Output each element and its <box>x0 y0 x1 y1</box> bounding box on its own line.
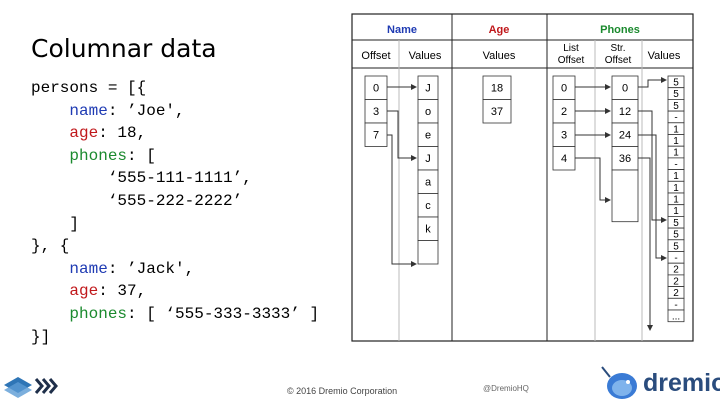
phone-char-text: 1 <box>673 136 679 147</box>
phone-char-text: 5 <box>673 77 679 88</box>
phone-char-text: 1 <box>673 124 679 135</box>
header-name: Name <box>387 24 417 36</box>
code-line: phones: [ ‘555-333-3333’ ] <box>69 304 320 323</box>
subheader-list-offset-1: List <box>563 43 579 54</box>
phone-char-text: 5 <box>673 241 679 252</box>
phone-char-text: 1 <box>673 171 679 182</box>
left-logo <box>2 371 64 406</box>
name-value-text: J <box>425 83 431 95</box>
footer-copyright: © 2016 Dremio Corporation <box>287 386 398 396</box>
subheader-age-values: Values <box>483 50 516 62</box>
code-line: age: 37, <box>69 282 147 301</box>
age-value-cell <box>482 99 512 124</box>
str-offset-text: 36 <box>619 153 631 165</box>
code-line: name: ’Jack', <box>69 259 195 278</box>
phone-char-text: - <box>674 159 677 170</box>
code-line: }, { <box>31 237 70 256</box>
str-offset-text: 24 <box>619 130 631 142</box>
name-value-text: a <box>425 177 432 189</box>
list-offset-text: 0 <box>561 83 567 95</box>
header-age: Age <box>489 24 510 36</box>
dremio-logo <box>600 365 642 408</box>
phone-char-text: - <box>674 253 677 264</box>
list-offset-arrow <box>575 157 611 203</box>
list-offset-text: 2 <box>561 106 567 118</box>
phone-char-text: 2 <box>673 265 679 276</box>
name-offset-text: 7 <box>373 130 379 142</box>
phone-char-text: - <box>674 113 677 124</box>
key-name: name <box>69 259 108 278</box>
phone-char-cell <box>667 309 685 323</box>
phone-char-text: 5 <box>673 89 679 100</box>
code-line: ] <box>31 214 80 233</box>
key-name: name <box>69 101 108 120</box>
code-block: persons = [{ name: ’Joe', age: 18, phone… <box>31 77 319 348</box>
name-value-text: e <box>425 130 431 142</box>
phone-char-text: 1 <box>673 206 679 217</box>
code-line: }] <box>31 327 51 346</box>
age-value-text: 37 <box>491 106 503 118</box>
phone-char-text: 5 <box>673 230 679 241</box>
name-offset-arrow <box>387 110 417 161</box>
phone-char-text: 5 <box>673 101 679 112</box>
subheader-phone-values: Values <box>648 50 681 62</box>
str-offset-arrow <box>638 77 667 88</box>
footer-handle: @DremioHQ <box>483 384 529 393</box>
narwhal-icon <box>601 366 637 399</box>
phone-char-text: 1 <box>673 148 679 159</box>
list-offset-text: 4 <box>561 153 567 165</box>
phone-char-text: 5 <box>673 218 679 229</box>
phone-char-text: - <box>674 300 677 311</box>
code-line: age: 18, <box>69 124 147 143</box>
str-offset-text: 12 <box>619 106 631 118</box>
phone-char-text: 1 <box>673 194 679 205</box>
code-line: name: ’Joe', <box>69 101 185 120</box>
phone-char-text: 1 <box>673 183 679 194</box>
name-offset-text: 0 <box>373 83 379 95</box>
code-line: persons = [{ <box>31 79 147 97</box>
str-offset-arrow <box>638 110 667 223</box>
name-value-text: k <box>425 224 431 236</box>
brand-wordmark: dremio <box>643 369 720 397</box>
str-offset-empty-cell <box>611 169 639 223</box>
slide-title: Columnar data <box>31 34 217 63</box>
chevrons-icon <box>34 378 58 394</box>
code-line: ‘555-111-1111’, <box>31 169 252 188</box>
subheader-list-offset-2: Offset <box>558 55 585 66</box>
header-phones: Phones <box>600 24 640 36</box>
phone-char-text: 2 <box>673 288 679 299</box>
name-offset-arrow <box>387 134 417 267</box>
stack-icon <box>4 377 32 398</box>
code-line: ‘555-222-2222’ <box>31 191 243 210</box>
subheader-str-offset-2: Offset <box>605 55 632 66</box>
name-value-text: c <box>425 200 431 212</box>
name-value-text: J <box>425 153 431 165</box>
code-line: phones: [ <box>69 146 156 165</box>
key-age: age <box>69 124 99 143</box>
age-value-text: 18 <box>491 83 503 95</box>
key-phones: phones <box>69 304 128 323</box>
subheader-str-offset-1: Str. <box>610 43 625 54</box>
key-age: age <box>69 282 99 301</box>
name-value-text: o <box>425 106 431 118</box>
str-offset-arrow <box>638 157 653 331</box>
name-offset-text: 3 <box>373 106 379 118</box>
key-phones: phones <box>69 146 128 165</box>
str-offset-text: 0 <box>622 83 628 95</box>
phone-char-text: 2 <box>673 276 679 287</box>
subheader-offset: Offset <box>361 50 390 62</box>
name-value-empty-cell <box>417 240 439 265</box>
subheader-values: Values <box>409 50 442 62</box>
str-offset-arrow <box>638 134 667 261</box>
phone-char-text: ... <box>672 311 680 322</box>
list-offset-text: 3 <box>561 130 567 142</box>
